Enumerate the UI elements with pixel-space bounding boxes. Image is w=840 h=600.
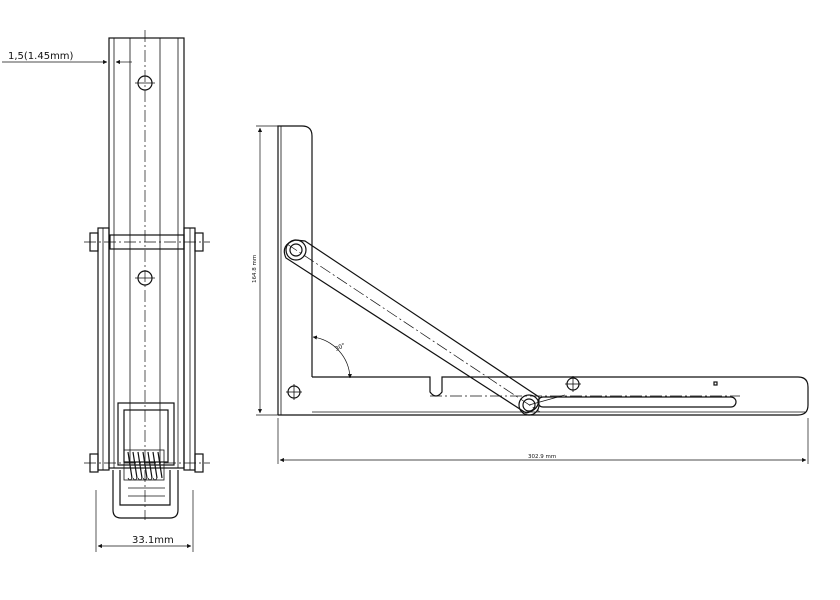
upper-pin	[84, 232, 210, 252]
height-label: 164.8 mm	[252, 255, 258, 283]
vertical-plate	[277, 125, 313, 415]
side-holes	[135, 75, 155, 286]
length-label: 302.9 mm	[528, 454, 556, 460]
side-channel	[108, 30, 185, 520]
side-view: 1,5(1.45mm) 33.1mm	[2, 30, 210, 552]
side-plates	[97, 227, 196, 471]
width-dimension	[95, 490, 194, 552]
spring-housing	[112, 402, 179, 519]
lower-pin	[84, 453, 210, 473]
height-dimension	[256, 125, 278, 416]
thickness-label: 1,5(1.45mm)	[8, 51, 74, 62]
thickness-dimension	[2, 38, 132, 70]
width-label: 33.1mm	[132, 535, 174, 546]
angle-annotation	[312, 335, 352, 379]
angle-label: 30°	[334, 342, 347, 353]
front-view: 30° 164.8 mm 302.9 mm	[252, 125, 809, 464]
length-dimension	[277, 418, 809, 464]
horizontal-arm	[278, 376, 809, 416]
diagonal-brace	[283, 239, 566, 416]
coil-spring	[123, 449, 165, 481]
